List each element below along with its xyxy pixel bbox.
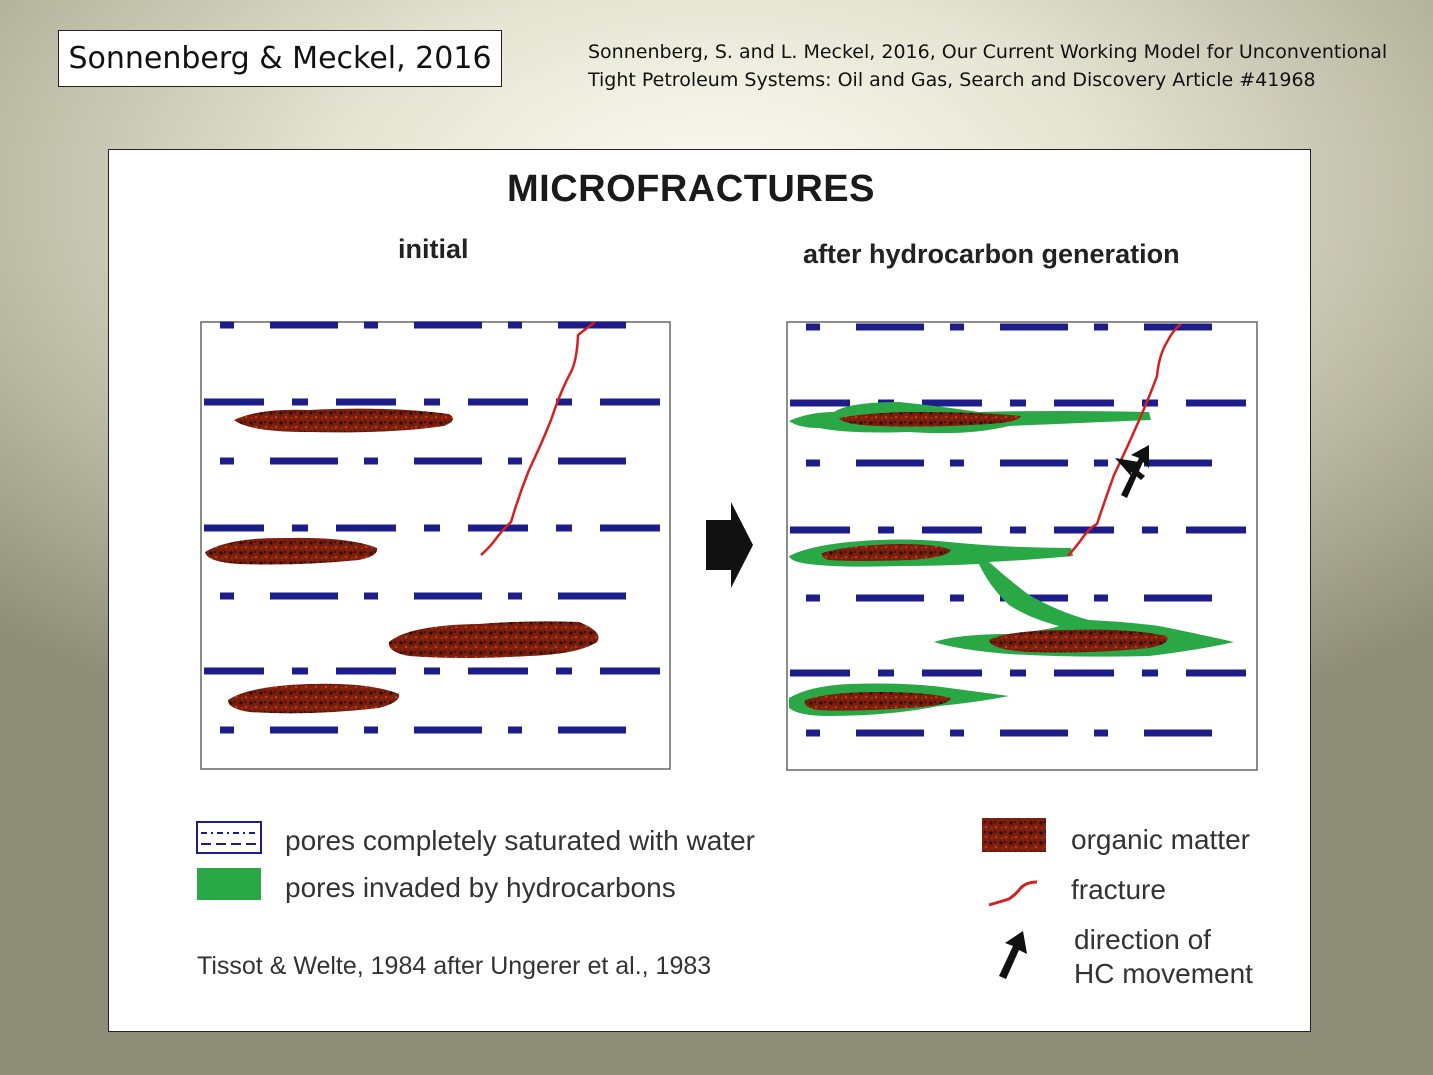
legend-fracture-swatch [988,880,1038,907]
after-generation-label: after hydrocarbon generation [803,239,1180,269]
hc-movement-arrow-body [1121,445,1149,498]
water-pore-lines-left [204,321,669,734]
legend-hydrocarbon-swatch [197,868,261,900]
legend-water-swatch [196,821,262,854]
initial-label: initial [398,234,469,264]
microfracture-diagram [196,321,1258,979]
legend-direction-label-1: direction of [1074,924,1211,955]
reference-line-1: Sonnenberg, S. and L. Meckel, 2016, Our … [588,41,1388,63]
fracture-right [1067,323,1182,557]
figure-source: Tissot & Welte, 1984 after Ungerer et al… [197,952,712,980]
process-arrow [706,502,753,588]
figure-title: MICROFRACTURES [507,168,875,210]
figure-panel: MICROFRACTURES initial after hydrocarbon… [108,149,1311,1032]
legend-organic-label: organic matter [1071,824,1250,855]
legend-fracture-label: fracture [1071,874,1166,905]
legend-direction-label-2: HC movement [1074,958,1253,989]
fracture-left [480,321,596,556]
reference-text: Sonnenberg, S. and L. Meckel, 2016, Our … [588,38,1428,94]
organic-matter-left [205,408,599,714]
legend-organic-swatch [982,818,1046,852]
citation-box: Sonnenberg & Meckel, 2016 [58,30,502,87]
legend-direction-arrow [999,931,1027,979]
legend-water-label: pores completely saturated with water [285,825,755,856]
after-generation-box [786,321,1258,771]
organic-matter-right [804,412,1168,711]
legend-hydrocarbon-label: pores invaded by hydrocarbons [285,872,676,903]
initial-state-box [200,321,671,770]
citation-text: Sonnenberg & Meckel, 2016 [68,41,492,76]
reference-line-2: Tight Petroleum Systems: Oil and Gas, Se… [588,69,1316,91]
